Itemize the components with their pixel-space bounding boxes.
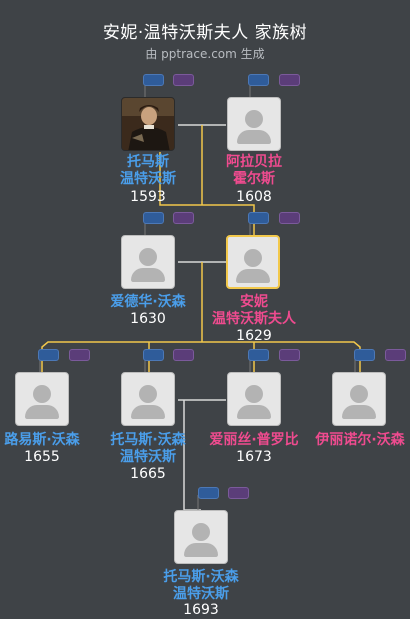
avatar-body (25, 405, 59, 419)
person-name: 安妮 (240, 294, 268, 310)
add-spouse-button[interactable] (385, 349, 406, 361)
person-year: 1673 (236, 449, 272, 465)
person-card-louis-watson-1655[interactable] (15, 372, 69, 426)
avatar-placeholder-icon (245, 385, 263, 403)
person-name-line2: 霍尔斯 (233, 171, 275, 187)
person-year: 1665 (130, 466, 166, 482)
person-name-line2: 温特沃斯 (120, 449, 176, 465)
add-parent-button[interactable] (248, 74, 269, 86)
person-name: 路易斯·沃森 (4, 432, 80, 448)
person-card-edward-watson-1630[interactable] (121, 235, 175, 289)
avatar-placeholder-icon (139, 385, 157, 403)
person-card-anne-wentworth-1629[interactable] (226, 235, 280, 289)
add-parent-button[interactable] (248, 349, 269, 361)
add-parent-button[interactable] (143, 212, 164, 224)
avatar-placeholder-icon (244, 249, 262, 267)
person-year: 1630 (130, 311, 166, 327)
add-spouse-button[interactable] (228, 487, 249, 499)
person-name: 阿拉贝拉 (226, 154, 282, 170)
person-card-alice-proby-1673[interactable] (227, 372, 281, 426)
add-spouse-button[interactable] (173, 212, 194, 224)
person-year: 1655 (24, 449, 60, 465)
avatar-placeholder-icon (139, 248, 157, 266)
add-parent-button[interactable] (248, 212, 269, 224)
add-spouse-button[interactable] (279, 212, 300, 224)
add-parent-button[interactable] (198, 487, 219, 499)
person-card-thomas-watson-wentworth-1665[interactable] (121, 372, 175, 426)
person-card-thomas-wentworth-1593[interactable] (121, 97, 175, 151)
add-spouse-button[interactable] (173, 349, 194, 361)
person-year: 1693 (183, 602, 219, 618)
avatar-body (236, 269, 270, 283)
avatar-placeholder-icon (192, 523, 210, 541)
add-parent-button[interactable] (143, 349, 164, 361)
person-card-thomas-watson-wentworth-1693[interactable] (174, 510, 228, 564)
person-name: 爱德华·沃森 (110, 294, 186, 310)
person-name-line2: 温特沃斯 (173, 586, 229, 602)
person-year: 1608 (236, 189, 272, 205)
add-parent-button[interactable] (354, 349, 375, 361)
avatar-body (131, 405, 165, 419)
page-title: 安妮·温特沃斯夫人 家族树 (102, 23, 308, 43)
person-name-line2: 温特沃斯 (120, 171, 176, 187)
add-spouse-button[interactable] (279, 349, 300, 361)
avatar-placeholder-icon (350, 385, 368, 403)
person-name: 托马斯·沃森 (110, 432, 186, 448)
avatar-placeholder-icon (33, 385, 51, 403)
avatar-body (237, 130, 271, 144)
person-card-eleanor-watson[interactable] (332, 372, 386, 426)
avatar-body (342, 405, 376, 419)
person-year: 1629 (236, 328, 272, 344)
avatar-body (237, 405, 271, 419)
add-parent-button[interactable] (38, 349, 59, 361)
add-parent-button[interactable] (143, 74, 164, 86)
person-name: 托马斯 (127, 154, 169, 170)
person-name: 爱丽丝·普罗比 (209, 432, 299, 448)
person-name: 托马斯·沃森 (163, 569, 239, 585)
person-name: 伊丽诺尔·沃森 (315, 432, 405, 448)
person-name-line2: 温特沃斯夫人 (212, 311, 296, 327)
avatar-placeholder-icon (245, 110, 263, 128)
person-card-arabella-holles-1608[interactable] (227, 97, 281, 151)
avatar-body (131, 268, 165, 282)
add-spouse-button[interactable] (69, 349, 90, 361)
avatar-body (184, 543, 218, 557)
portrait-photo (122, 98, 174, 150)
add-spouse-button[interactable] (173, 74, 194, 86)
add-spouse-button[interactable] (279, 74, 300, 86)
person-year: 1593 (130, 189, 166, 205)
page-subtitle: 由 pptrace.com 生成 (145, 47, 265, 61)
